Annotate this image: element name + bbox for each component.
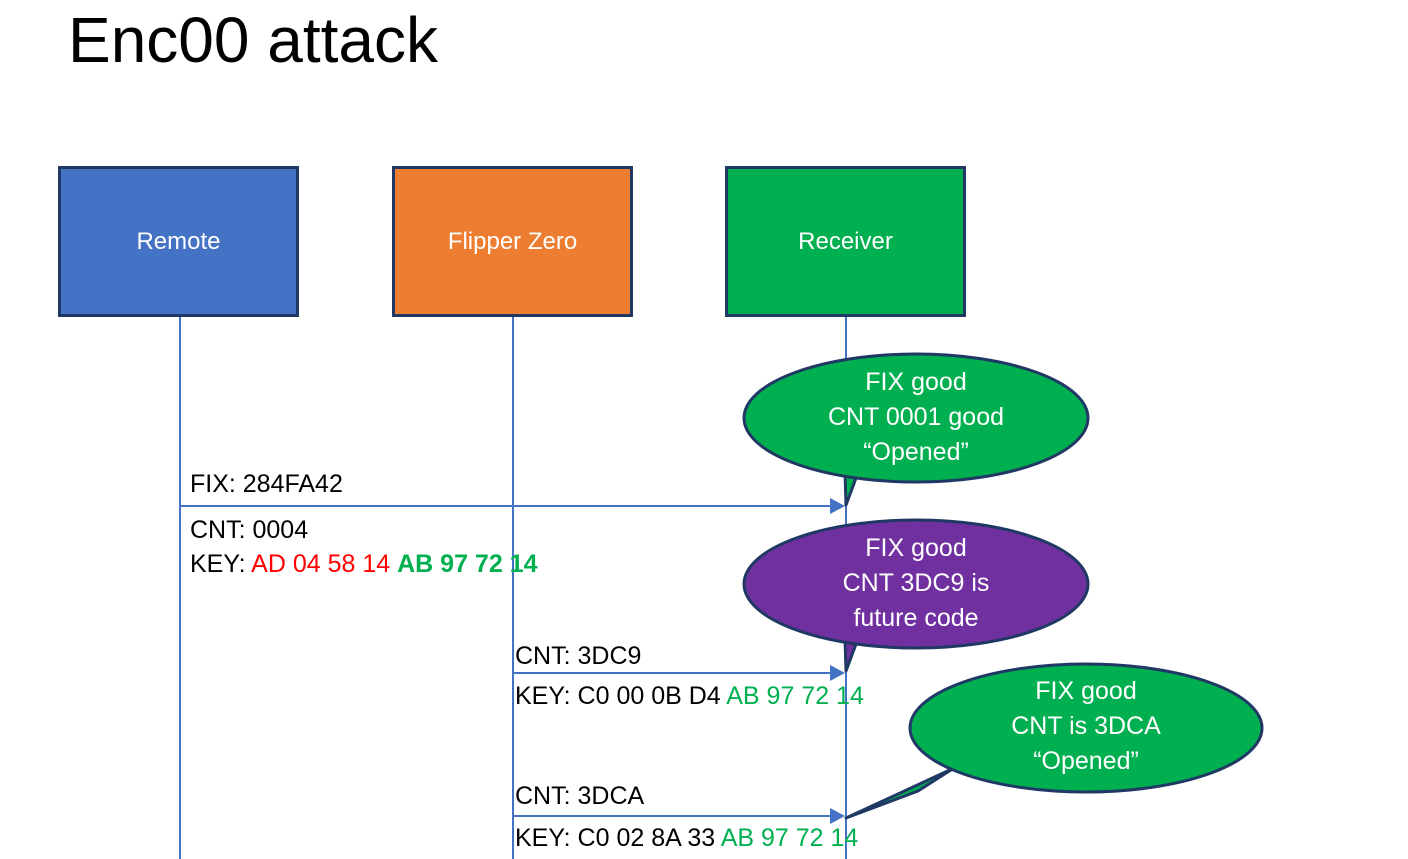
actor-label-receiver: Receiver — [798, 227, 893, 255]
message-arrow-line-2 — [513, 672, 832, 674]
message-2-key-second-half: AB 97 72 14 — [726, 682, 864, 710]
message-3-key-second-half: AB 97 72 14 — [720, 824, 859, 852]
actor-box-remote[interactable]: Remote — [58, 166, 299, 317]
lifeline-remote — [179, 317, 181, 859]
message-arrow-line-1 — [180, 505, 832, 507]
callout-bubble-fix-good-cnt-3dca[interactable]: FIX good CNT is 3DCA “Opened” — [844, 662, 1264, 820]
actor-box-receiver[interactable]: Receiver — [725, 166, 966, 317]
message-3-cnt-label: CNT: 3DCA — [515, 782, 645, 810]
callout-bubble-future-code[interactable]: FIX good CNT 3DC9 is future code — [742, 518, 1090, 673]
message-1-key-first-half: AD 04 58 14 — [251, 550, 398, 578]
message-arrow-head-2 — [830, 665, 845, 681]
message-arrow-line-3 — [513, 815, 832, 817]
callout-bubble-shape-2 — [742, 518, 1090, 673]
message-2-key-label: KEY: C0 00 0B D4 AB 97 72 14 — [515, 680, 864, 713]
callout-bubble-fix-good-cnt-0001[interactable]: FIX good CNT 0001 good “Opened” — [742, 352, 1090, 507]
message-2-cnt-label: CNT: 3DC9 — [515, 642, 642, 670]
callout-bubble-shape-1 — [742, 352, 1090, 507]
message-1-fix-label: FIX: 284FA42 — [190, 470, 343, 498]
message-1-key-label: KEY: AD 04 58 14 AB 97 72 14 — [190, 548, 537, 581]
message-3-key-prefix: KEY: C0 02 8A 33 — [515, 824, 721, 852]
actor-label-flipper-zero: Flipper Zero — [447, 227, 578, 255]
callout-bubble-shape-3 — [844, 662, 1264, 820]
message-3-key-label: KEY: C0 02 8A 33 AB 97 72 14 — [515, 822, 858, 855]
message-arrow-head-1 — [830, 498, 845, 514]
actor-label-remote: Remote — [136, 227, 221, 255]
actor-box-flipper-zero[interactable]: Flipper Zero — [392, 166, 633, 317]
page-title: Enc00 attack — [68, 4, 438, 76]
message-2-key-prefix: KEY: C0 00 0B D4 — [515, 682, 727, 710]
message-1-key-prefix: KEY: — [190, 550, 252, 578]
lifeline-flipper-zero — [512, 317, 514, 859]
message-arrow-head-3 — [830, 808, 845, 824]
message-1-key-second-half: AB 97 72 14 — [397, 550, 538, 578]
message-1-cnt-label: CNT: 0004 — [190, 516, 309, 544]
